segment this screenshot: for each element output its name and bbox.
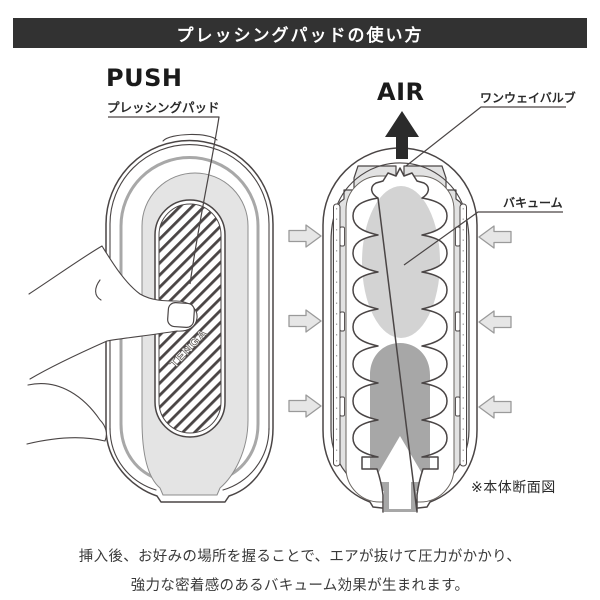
- valve-label-leader-line: [405, 106, 566, 167]
- dome-inner-seam: [335, 162, 465, 209]
- vacuum-label: バキューム: [503, 196, 563, 210]
- pad-label-leader-line: [108, 116, 220, 285]
- air-arrow-icon: [385, 111, 419, 159]
- cross-section-figure: [288, 106, 566, 513]
- device-seam-bottom-left: [109, 427, 157, 491]
- insertion-arrow-icon: [373, 436, 427, 509]
- squeeze-arrows-right: [478, 225, 512, 419]
- sleeve-cavity-outline: [352, 167, 448, 513]
- device-seam: [109, 143, 270, 431]
- pressing-pad-label: プレッシングパッド: [107, 100, 220, 115]
- hand-fist-fill: [27, 383, 107, 444]
- squeeze-arrows-left: [288, 224, 322, 418]
- cross-section-outline-left: [322, 147, 401, 509]
- case-wall-tabs: [339, 226, 461, 417]
- finger-crease: [95, 279, 102, 301]
- hand-fist-outline: [26, 383, 107, 445]
- device-figure: TENGA: [26, 116, 274, 503]
- device-cap-seam: [162, 133, 218, 142]
- footer-line-2: 強力な密着感のあるバキューム効果が生まれます。: [130, 578, 470, 594]
- header-title-bar: プレッシングパッドの使い方: [13, 18, 587, 48]
- page-title: プレッシングパッドの使い方: [176, 25, 424, 46]
- hand-finger-fill: [29, 246, 198, 379]
- cross-section-outline-right: [399, 147, 478, 509]
- footer-description: 挿入後、お好みの場所を握ることで、エアが抜けて圧力がかかり、 強力な密着感のある…: [0, 543, 600, 600]
- air-label: AIR: [377, 78, 425, 106]
- finger-nail: [167, 301, 195, 329]
- vacuum-region: [362, 186, 440, 338]
- device-seam-bottom-right: [222, 427, 270, 491]
- footer-line-1: 挿入後、お好みの場所を握ることで、エアが抜けて圧力がかかり、: [78, 549, 522, 565]
- push-label: PUSH: [106, 64, 183, 92]
- one-way-valve-label: ワンウェイバルブ: [480, 91, 576, 105]
- cross-section-caption: ※本体断面図: [471, 480, 556, 496]
- vacuum-label-leader-line: [403, 211, 563, 266]
